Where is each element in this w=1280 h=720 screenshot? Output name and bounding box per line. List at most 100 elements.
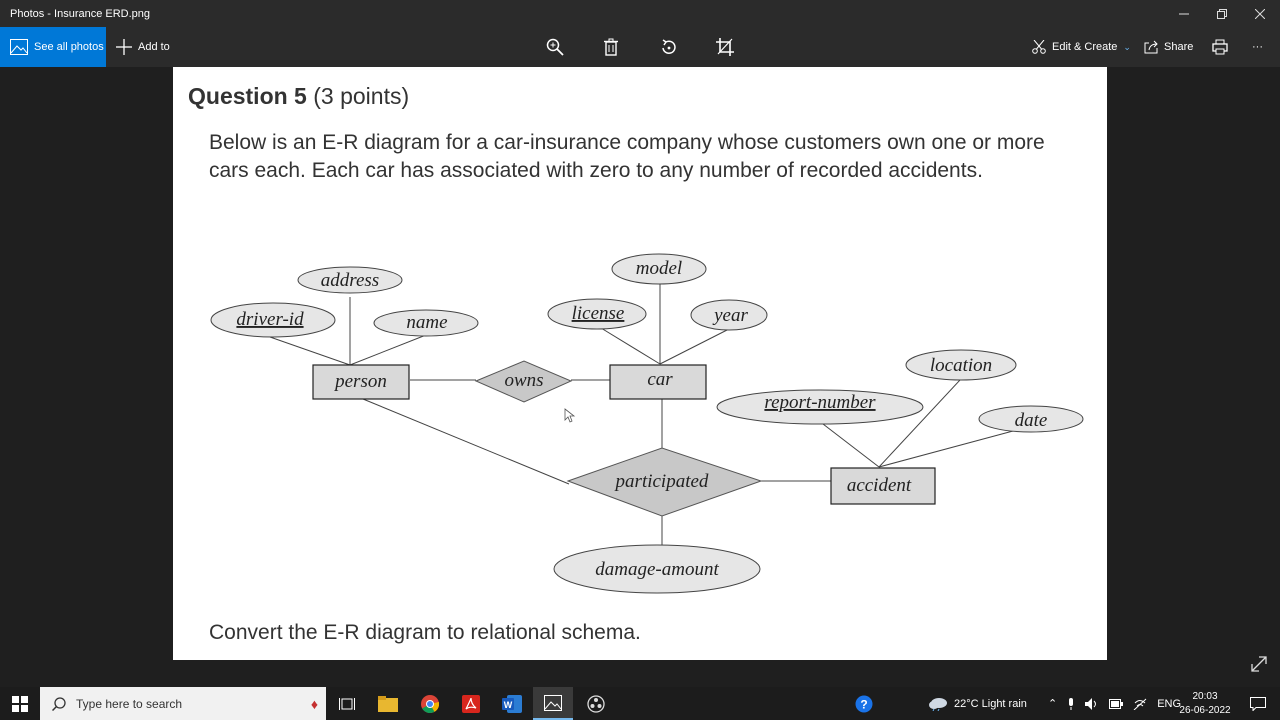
search-icon: [52, 696, 66, 711]
window-title: Photos - Insurance ERD.png: [10, 8, 151, 20]
share-button[interactable]: Share: [1144, 27, 1193, 67]
close-button[interactable]: [1241, 0, 1279, 27]
share-icon: [1144, 40, 1158, 54]
close-icon: [1255, 8, 1265, 19]
delete-button[interactable]: [601, 37, 621, 57]
chrome-icon: [421, 694, 439, 713]
crop-button[interactable]: [715, 37, 735, 57]
more-button[interactable]: ···: [1252, 27, 1263, 67]
attr-name: [373, 309, 479, 337]
svg-text:W: W: [504, 700, 513, 710]
question-intro: Below is an E-R diagram for a car-insura…: [209, 131, 1045, 182]
windows-taskbar: Type here to search ♦ W ? 22°C Light rai…: [0, 687, 1280, 720]
windows-logo-icon: [12, 695, 28, 712]
clock[interactable]: 20:03 26-06-2022: [1175, 687, 1235, 720]
attr-damage-amount-label: damage-amount: [595, 559, 719, 580]
weather-widget[interactable]: 22°C Light rain: [928, 687, 1027, 720]
edit-create-button[interactable]: Edit & Create ⌄: [1032, 27, 1131, 67]
question-points: (3 points): [313, 83, 410, 109]
photos-app-button[interactable]: [533, 687, 573, 720]
file-explorer-button[interactable]: [368, 687, 408, 720]
relationship-owns-label: owns: [504, 370, 543, 391]
obs-icon: [587, 694, 605, 713]
attr-name-label: name: [406, 312, 447, 333]
restore-icon: [1217, 8, 1227, 19]
crop-icon: [716, 38, 734, 56]
wifi-icon[interactable]: [1133, 698, 1147, 710]
minimize-button[interactable]: [1165, 0, 1203, 27]
system-tray: ⌃ ENG: [1048, 687, 1181, 720]
chevron-down-icon: ⌄: [1123, 41, 1131, 52]
title-bar: Photos - Insurance ERD.png: [0, 0, 1280, 27]
question-heading: Question 5 (3 points): [188, 83, 409, 110]
task-view-icon: [339, 697, 355, 710]
chevron-up-icon[interactable]: ⌃: [1048, 698, 1058, 710]
attr-model: [611, 253, 707, 285]
attr-report-number-label: report-number: [764, 392, 876, 413]
attr-location: [905, 349, 1017, 381]
relationship-owns: owns: [474, 360, 573, 403]
edit-create-label: Edit & Create: [1052, 41, 1118, 53]
photos-app-icon: [544, 694, 562, 711]
restore-button[interactable]: [1203, 0, 1241, 27]
attr-damage-amount: [553, 544, 761, 594]
language-indicator[interactable]: ENG: [1157, 697, 1182, 710]
word-icon: W: [502, 694, 522, 713]
trash-icon: [604, 38, 618, 56]
entity-person: person: [312, 364, 410, 400]
entity-car: car: [609, 364, 707, 400]
clock-time: 20:03: [1192, 690, 1218, 702]
scissors-icon: [1032, 40, 1046, 54]
zoom-button[interactable]: [545, 37, 565, 57]
attr-year-label: year: [712, 305, 748, 326]
attr-report-number: [716, 389, 924, 425]
attr-driver-id: [210, 302, 336, 338]
photo-viewer: Question 5 (3 points) Below is an E-R di…: [0, 67, 1280, 687]
help-button[interactable]: ?: [844, 687, 884, 720]
photos-icon: [10, 39, 28, 55]
attr-year: [690, 299, 768, 331]
plus-icon: [116, 39, 132, 55]
task-view-button[interactable]: [327, 687, 367, 720]
entity-accident-label: accident: [847, 475, 912, 496]
question-label: Question 5: [188, 83, 307, 109]
obs-button[interactable]: [576, 687, 616, 720]
more-icon: ···: [1252, 41, 1263, 53]
er-diagram: person car accident owns participated: [210, 253, 1084, 594]
start-button[interactable]: [0, 687, 40, 720]
battery-icon[interactable]: [1109, 698, 1124, 709]
attr-address-label: address: [321, 270, 379, 291]
volume-icon[interactable]: [1085, 697, 1099, 710]
search-highlight-icon: ♦: [310, 695, 318, 712]
help-icon: ?: [855, 695, 873, 712]
notifications-button[interactable]: [1238, 687, 1278, 720]
add-to-label: Add to: [138, 41, 170, 53]
document-image: Question 5 (3 points) Below is an E-R di…: [173, 67, 1107, 660]
svg-text:?: ?: [860, 697, 867, 711]
relationship-participated: participated: [566, 447, 763, 517]
chrome-button[interactable]: [410, 687, 450, 720]
see-all-photos-button[interactable]: See all photos: [0, 27, 106, 67]
relationship-participated-label: participated: [614, 471, 709, 492]
add-to-button[interactable]: Add to: [116, 27, 170, 67]
pdf-icon: [462, 694, 480, 713]
expand-icon: [1251, 656, 1267, 672]
minimize-icon: [1179, 13, 1189, 14]
folder-icon: [378, 695, 398, 712]
search-placeholder: Type here to search: [76, 696, 183, 711]
attr-model-label: model: [636, 258, 682, 279]
acrobat-button[interactable]: [451, 687, 491, 720]
attr-license: [547, 298, 647, 330]
print-button[interactable]: [1210, 37, 1230, 57]
taskbar-search[interactable]: Type here to search ♦: [40, 687, 326, 720]
entity-person-label: person: [333, 371, 387, 392]
rotate-button[interactable]: [659, 37, 679, 57]
attr-license-label: license: [572, 303, 625, 324]
see-all-photos-label: See all photos: [34, 41, 104, 53]
microphone-icon[interactable]: [1067, 697, 1075, 710]
word-button[interactable]: W: [492, 687, 532, 720]
fullscreen-button[interactable]: [1250, 655, 1268, 678]
weather-label: 22°C Light rain: [954, 697, 1027, 710]
share-label: Share: [1164, 41, 1194, 53]
attr-date: [978, 405, 1084, 433]
